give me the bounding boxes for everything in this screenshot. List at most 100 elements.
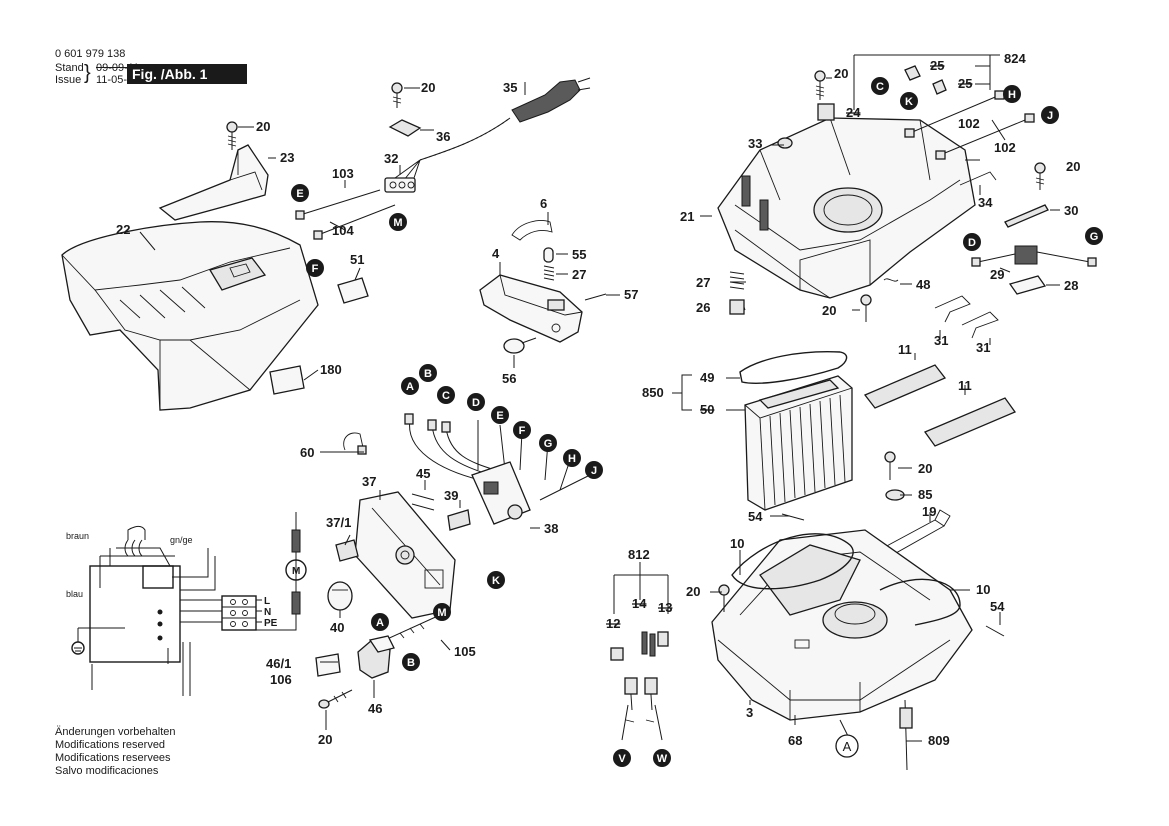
- part-label: 36: [436, 129, 450, 144]
- part-label: 57: [624, 287, 638, 302]
- figure-label: Fig. /Abb. 1: [127, 64, 247, 84]
- part-label: 10: [730, 536, 744, 551]
- terminal-n: N: [264, 607, 271, 618]
- connector-badge-letter: F: [519, 425, 526, 437]
- connector-badge: A: [371, 613, 389, 631]
- part-label: 33: [748, 136, 762, 151]
- stand-label: Stand: [55, 62, 84, 74]
- motor-symbol: M: [292, 566, 300, 577]
- cable-tie-60: [343, 432, 367, 455]
- part-label: 14: [632, 596, 647, 611]
- connector-badge: V: [613, 749, 631, 767]
- part-label: 20: [918, 461, 932, 476]
- part-label: 23: [280, 150, 294, 165]
- cables-102: [904, 90, 1035, 160]
- note-es: Salvo modificaciones: [55, 765, 159, 777]
- bracket-28: [1008, 275, 1047, 295]
- connector-badge-letter: D: [968, 237, 976, 249]
- bracket-34: [959, 171, 997, 186]
- part-label: 54: [748, 509, 763, 524]
- part-label: 27: [696, 275, 710, 290]
- connector-badge-letter: W: [657, 753, 668, 765]
- connector-badge: M: [433, 603, 451, 621]
- connector-badge: J: [1041, 106, 1059, 124]
- connector-badge-letter: M: [393, 217, 402, 229]
- part-label: 40: [330, 620, 344, 635]
- connector-badge: A: [401, 377, 419, 395]
- label-180: [269, 365, 305, 395]
- connector-badge: E: [491, 406, 509, 424]
- connector-badge-letter: M: [437, 607, 446, 619]
- connector-badge-circle: [1003, 85, 1021, 103]
- part-label: 49: [700, 370, 714, 385]
- part-label: 31: [934, 333, 948, 348]
- part-label: 850: [642, 385, 664, 400]
- connector-badge-circle: [371, 613, 389, 631]
- connector-badge: H: [563, 449, 581, 467]
- part-label: 48: [916, 277, 930, 292]
- connector-badge: G: [1085, 227, 1103, 245]
- clips-31: [934, 295, 999, 339]
- part-label: 26: [696, 300, 710, 315]
- note-fr: Modifications reservees: [55, 752, 171, 764]
- wire-label-blau: blau: [66, 589, 83, 599]
- connector-badge-circle: [871, 77, 889, 95]
- connector-badge-letter: H: [568, 453, 576, 465]
- connector-badge-letter: C: [876, 81, 884, 93]
- connector-badge-letter: K: [905, 96, 913, 108]
- connector-badge-letter: C: [442, 390, 450, 402]
- connector-badge-letter: E: [496, 410, 503, 422]
- bushing-39: [447, 509, 471, 531]
- screw-20-bottom: [318, 689, 353, 709]
- motor-head-housing-21: [717, 117, 976, 299]
- connector-badge: D: [963, 233, 981, 251]
- connector-badge-circle: [563, 449, 581, 467]
- part-label: 60: [300, 445, 314, 460]
- switch-housing-4: [479, 274, 583, 343]
- part-label: 19: [922, 504, 936, 519]
- connector-badge: E: [291, 184, 309, 202]
- part-label: 102: [994, 140, 1016, 155]
- issue-label: Issue: [55, 74, 82, 86]
- spring-48: [883, 278, 899, 282]
- part-label: 20: [318, 732, 332, 747]
- connector-badge-letter: V: [618, 753, 626, 765]
- label-51: [337, 277, 369, 304]
- leader-lines: [139, 77, 1060, 742]
- connector-badge-circle: [963, 233, 981, 251]
- view-marker-label: A: [843, 739, 852, 754]
- part-label: 20: [421, 80, 435, 95]
- part-label: 104: [332, 223, 354, 238]
- connector-badge-circle: [487, 571, 505, 589]
- part-label: 37: [362, 474, 376, 489]
- wiring-diagram: [71, 512, 307, 696]
- screw-20-right: [1034, 162, 1046, 190]
- cord-clamp-36: [388, 119, 422, 137]
- part-label: 11: [958, 378, 972, 393]
- connector-badge-letter: E: [296, 188, 303, 200]
- screw-20-left: [226, 121, 238, 150]
- connector-badge-letter: G: [544, 438, 553, 450]
- part-label: 46: [368, 701, 382, 716]
- container-base-3: [711, 529, 973, 721]
- screw-20-mid: [860, 294, 872, 322]
- part-label: 51: [350, 252, 364, 267]
- connector-badge-letter: K: [492, 575, 500, 587]
- wire-label-gnge: gn/ge: [170, 535, 193, 545]
- part-label: 105: [454, 644, 476, 659]
- connector-badge-circle: [306, 259, 324, 277]
- connector-badge: W: [653, 749, 671, 767]
- part-label: 21: [680, 209, 694, 224]
- connector-badge-letter: F: [312, 263, 319, 275]
- connector-badge-letter: B: [424, 368, 432, 380]
- part-label: 39: [444, 488, 458, 503]
- part-label: 812: [628, 547, 650, 562]
- handle-23: [158, 144, 269, 221]
- part-label: 54: [990, 599, 1005, 614]
- part-label: 46/1: [266, 656, 291, 671]
- part-label: 50: [700, 402, 714, 417]
- foam-strip-11-top: [863, 364, 947, 409]
